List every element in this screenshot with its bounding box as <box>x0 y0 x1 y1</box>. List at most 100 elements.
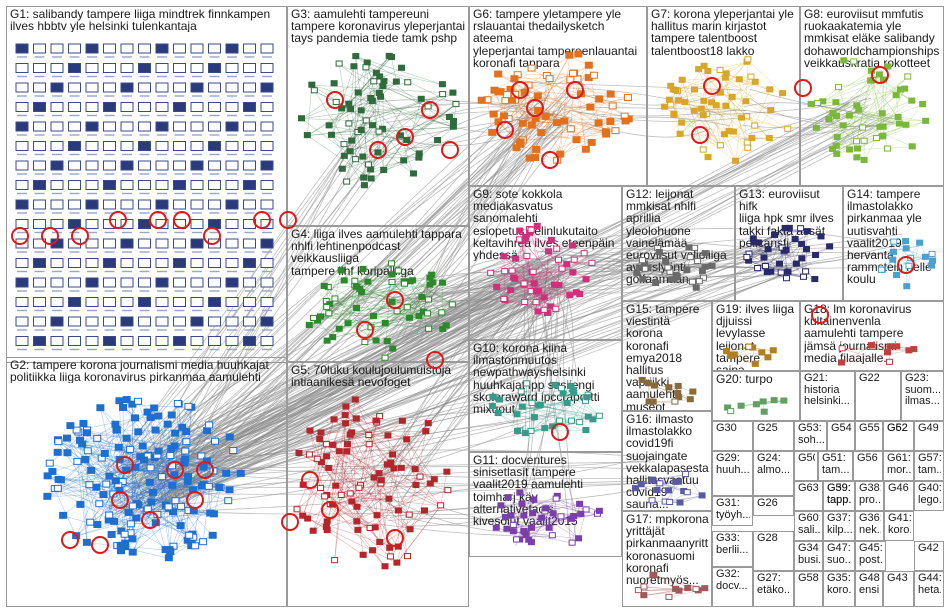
edge <box>209 471 214 514</box>
node <box>574 50 583 58</box>
group-panel-g5: G5: 70luku koulujoulumuistoja intiaanike… <box>287 362 469 607</box>
edge <box>370 98 454 128</box>
node <box>716 142 724 149</box>
edge <box>514 272 573 280</box>
node <box>385 495 393 502</box>
edge <box>882 256 926 271</box>
group-label: G31: työyh... <box>716 498 750 521</box>
node <box>678 76 686 83</box>
node <box>381 319 389 327</box>
edge <box>735 93 783 162</box>
node <box>15 121 29 132</box>
edge <box>135 254 656 498</box>
node <box>50 277 64 288</box>
edge <box>703 115 721 146</box>
edge <box>360 287 542 303</box>
group-panel-g59: G59: tapp... <box>823 481 855 511</box>
edge <box>517 74 600 100</box>
edge <box>356 506 380 543</box>
node <box>243 160 256 171</box>
node <box>490 86 499 94</box>
node <box>854 145 862 152</box>
edge <box>142 105 552 506</box>
edge <box>548 249 782 257</box>
edge <box>746 116 788 130</box>
node <box>832 142 840 149</box>
node <box>877 266 885 273</box>
node <box>563 399 571 407</box>
edge <box>91 430 208 472</box>
node <box>260 336 274 346</box>
self-loop <box>691 126 709 144</box>
edge <box>521 503 579 539</box>
edge <box>571 504 580 544</box>
cluster-g5 <box>281 396 452 570</box>
edge <box>679 115 704 135</box>
node <box>501 268 509 275</box>
node <box>513 427 521 435</box>
node <box>833 133 841 141</box>
node <box>494 70 503 78</box>
node <box>665 593 673 600</box>
node <box>601 128 610 136</box>
node <box>377 477 385 484</box>
node <box>501 513 509 520</box>
node <box>686 254 694 261</box>
edge <box>664 474 686 503</box>
node <box>403 136 411 144</box>
node <box>527 539 535 546</box>
edge <box>132 466 173 553</box>
node <box>114 443 123 451</box>
edge <box>418 251 551 306</box>
node <box>648 497 656 504</box>
node <box>126 445 135 453</box>
edge <box>583 122 712 138</box>
node <box>155 297 169 307</box>
edge <box>347 269 364 324</box>
edge <box>832 80 871 114</box>
node <box>243 277 256 288</box>
node <box>299 512 307 519</box>
node <box>197 452 206 460</box>
edge <box>344 415 416 470</box>
node <box>68 199 81 210</box>
node <box>243 141 256 151</box>
edge <box>97 481 117 526</box>
edge <box>496 272 573 288</box>
node <box>43 472 52 480</box>
group-label: G28 <box>757 533 778 544</box>
edge <box>522 265 531 491</box>
node <box>190 63 204 73</box>
node <box>260 316 274 327</box>
group-panel-g61: G61: mor... <box>883 451 914 481</box>
node <box>173 297 186 307</box>
node <box>79 420 88 427</box>
node <box>379 83 387 90</box>
node <box>392 78 400 85</box>
edge <box>670 104 747 118</box>
edge <box>573 73 587 150</box>
node <box>243 199 256 210</box>
edge <box>386 307 408 342</box>
node <box>115 486 124 494</box>
node <box>68 316 81 327</box>
node <box>416 473 424 480</box>
node <box>606 90 615 98</box>
node <box>569 69 578 77</box>
edge <box>531 68 591 108</box>
node <box>376 413 384 420</box>
edge <box>748 260 797 265</box>
node <box>770 397 778 404</box>
node <box>648 476 656 483</box>
node <box>567 382 575 389</box>
node <box>203 427 212 435</box>
node <box>767 107 775 114</box>
node <box>33 180 46 190</box>
cluster-g4 <box>305 260 456 369</box>
node <box>164 503 173 511</box>
node <box>728 93 736 100</box>
node <box>530 414 538 421</box>
node <box>85 160 99 171</box>
node <box>122 396 131 404</box>
edge <box>720 61 748 94</box>
